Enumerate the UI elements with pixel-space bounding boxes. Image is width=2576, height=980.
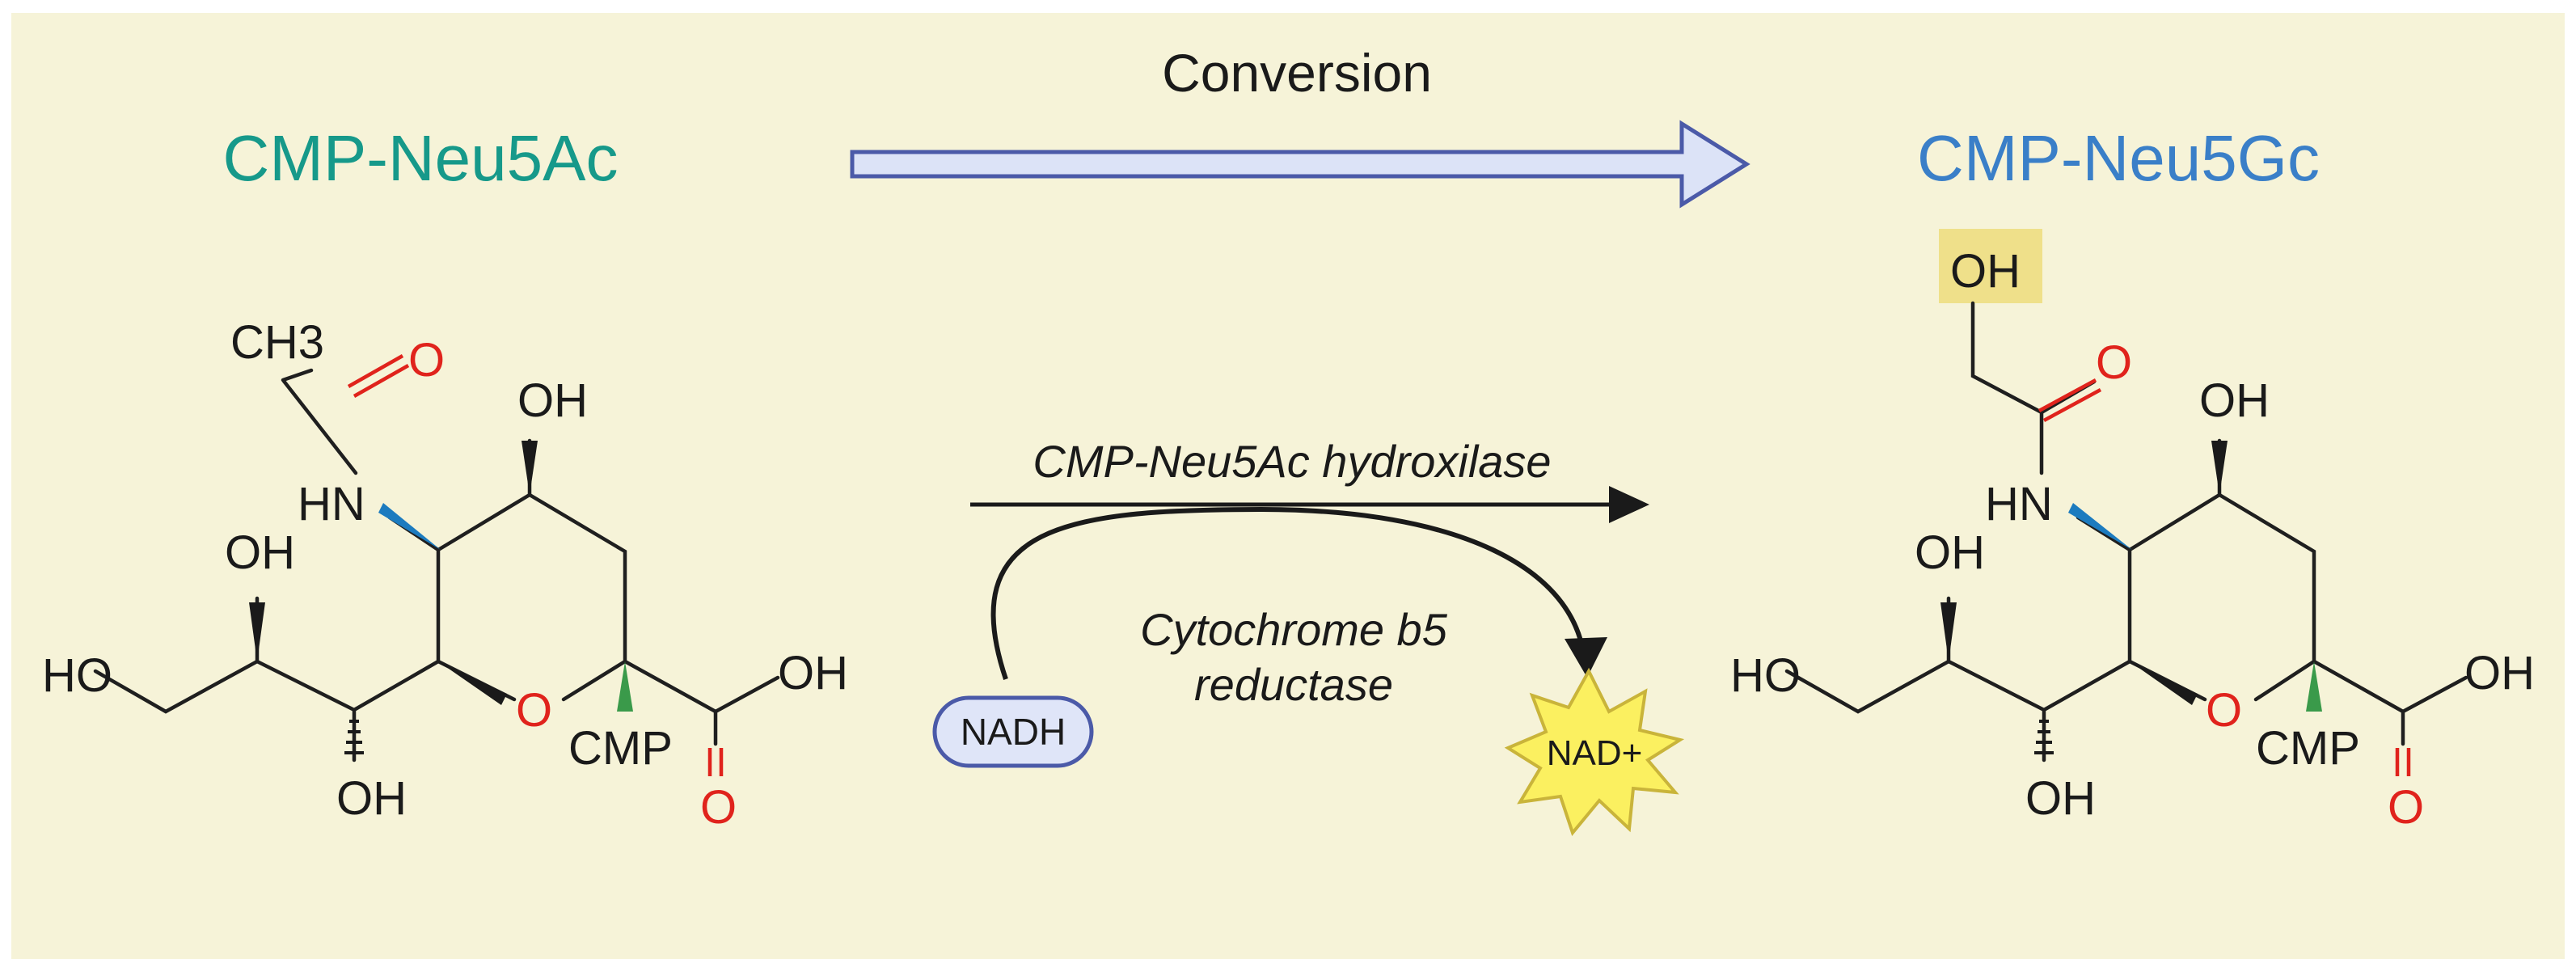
- carbonyl-oxygen: O: [2096, 336, 2132, 389]
- ring-oxygen: O: [516, 684, 552, 737]
- wedge-bond: [2306, 661, 2322, 712]
- carbonyl-oxygen: O: [408, 334, 445, 387]
- nad-label: NAD+: [1547, 733, 1643, 773]
- hydroxyl-side: OH: [1915, 526, 1985, 579]
- wedge-bond: [1940, 602, 1957, 661]
- hydroxyl-bottom: OH: [2025, 772, 2096, 825]
- ring-oxygen: O: [2206, 684, 2242, 737]
- hn-label: HN: [1985, 478, 2053, 530]
- hydroxyl-top: OH: [517, 374, 588, 427]
- molecule-neu5gc: OH O HN OH OH HO OH O CMP OH O: [1730, 229, 2535, 834]
- hydroxyl-top: OH: [2199, 374, 2270, 427]
- wedge-bond: [617, 661, 633, 712]
- nadh-pill: [932, 695, 1094, 768]
- carboxyl-oh: OH: [2464, 647, 2535, 699]
- wedge-bond: [378, 503, 441, 550]
- cofactor-enzyme-line1: Cytochrome b5: [1140, 604, 1448, 655]
- oh-highlight: [1939, 229, 2042, 303]
- wedge-bond: [438, 661, 507, 705]
- nadh-label: NADH: [961, 711, 1066, 753]
- conversion-arrow: [850, 120, 1750, 209]
- cofactor-curve-arrow-head: [1565, 637, 1607, 678]
- ch3-label: CH3: [230, 316, 324, 369]
- reaction-arrow-head: [1609, 486, 1649, 523]
- molecule-neu5ac: CH3 O HN OH OH HO OH O CMP OH O: [42, 316, 848, 834]
- title-right: CMP-Neu5Gc: [1917, 122, 2320, 194]
- conversion-label: Conversion: [1162, 43, 1432, 103]
- title-left: CMP-Neu5Ac: [222, 122, 618, 194]
- carboxyl-oxygen: O: [2388, 781, 2424, 834]
- wedge-bond: [2130, 661, 2198, 705]
- cofactor-enzyme-line2: reductase: [1194, 659, 1393, 710]
- carboxyl-oh: OH: [778, 647, 848, 699]
- hash-bond: [2034, 720, 2054, 754]
- ho-label: HO: [1730, 649, 1801, 702]
- cofactor-curve-arrow: [990, 506, 1587, 680]
- cmp-label: CMP: [568, 722, 673, 775]
- hash-bond: [344, 720, 364, 754]
- hydroxyl-side: OH: [225, 526, 295, 579]
- ho-label: HO: [42, 649, 112, 702]
- carboxyl-oxygen: O: [700, 781, 737, 834]
- hydroxyl-bottom: OH: [336, 772, 407, 825]
- hn-label: HN: [298, 478, 365, 530]
- cmp-label: CMP: [2256, 722, 2360, 775]
- wedge-bond: [249, 602, 265, 661]
- highlighted-hydroxyl: OH: [1950, 245, 2021, 298]
- wedge-bond: [522, 441, 538, 495]
- wedge-bond: [2211, 441, 2228, 495]
- wedge-bond: [2068, 503, 2132, 550]
- enzyme-label: CMP-Neu5Ac hydroxilase: [1033, 436, 1551, 487]
- nad-starburst: [1504, 667, 1685, 837]
